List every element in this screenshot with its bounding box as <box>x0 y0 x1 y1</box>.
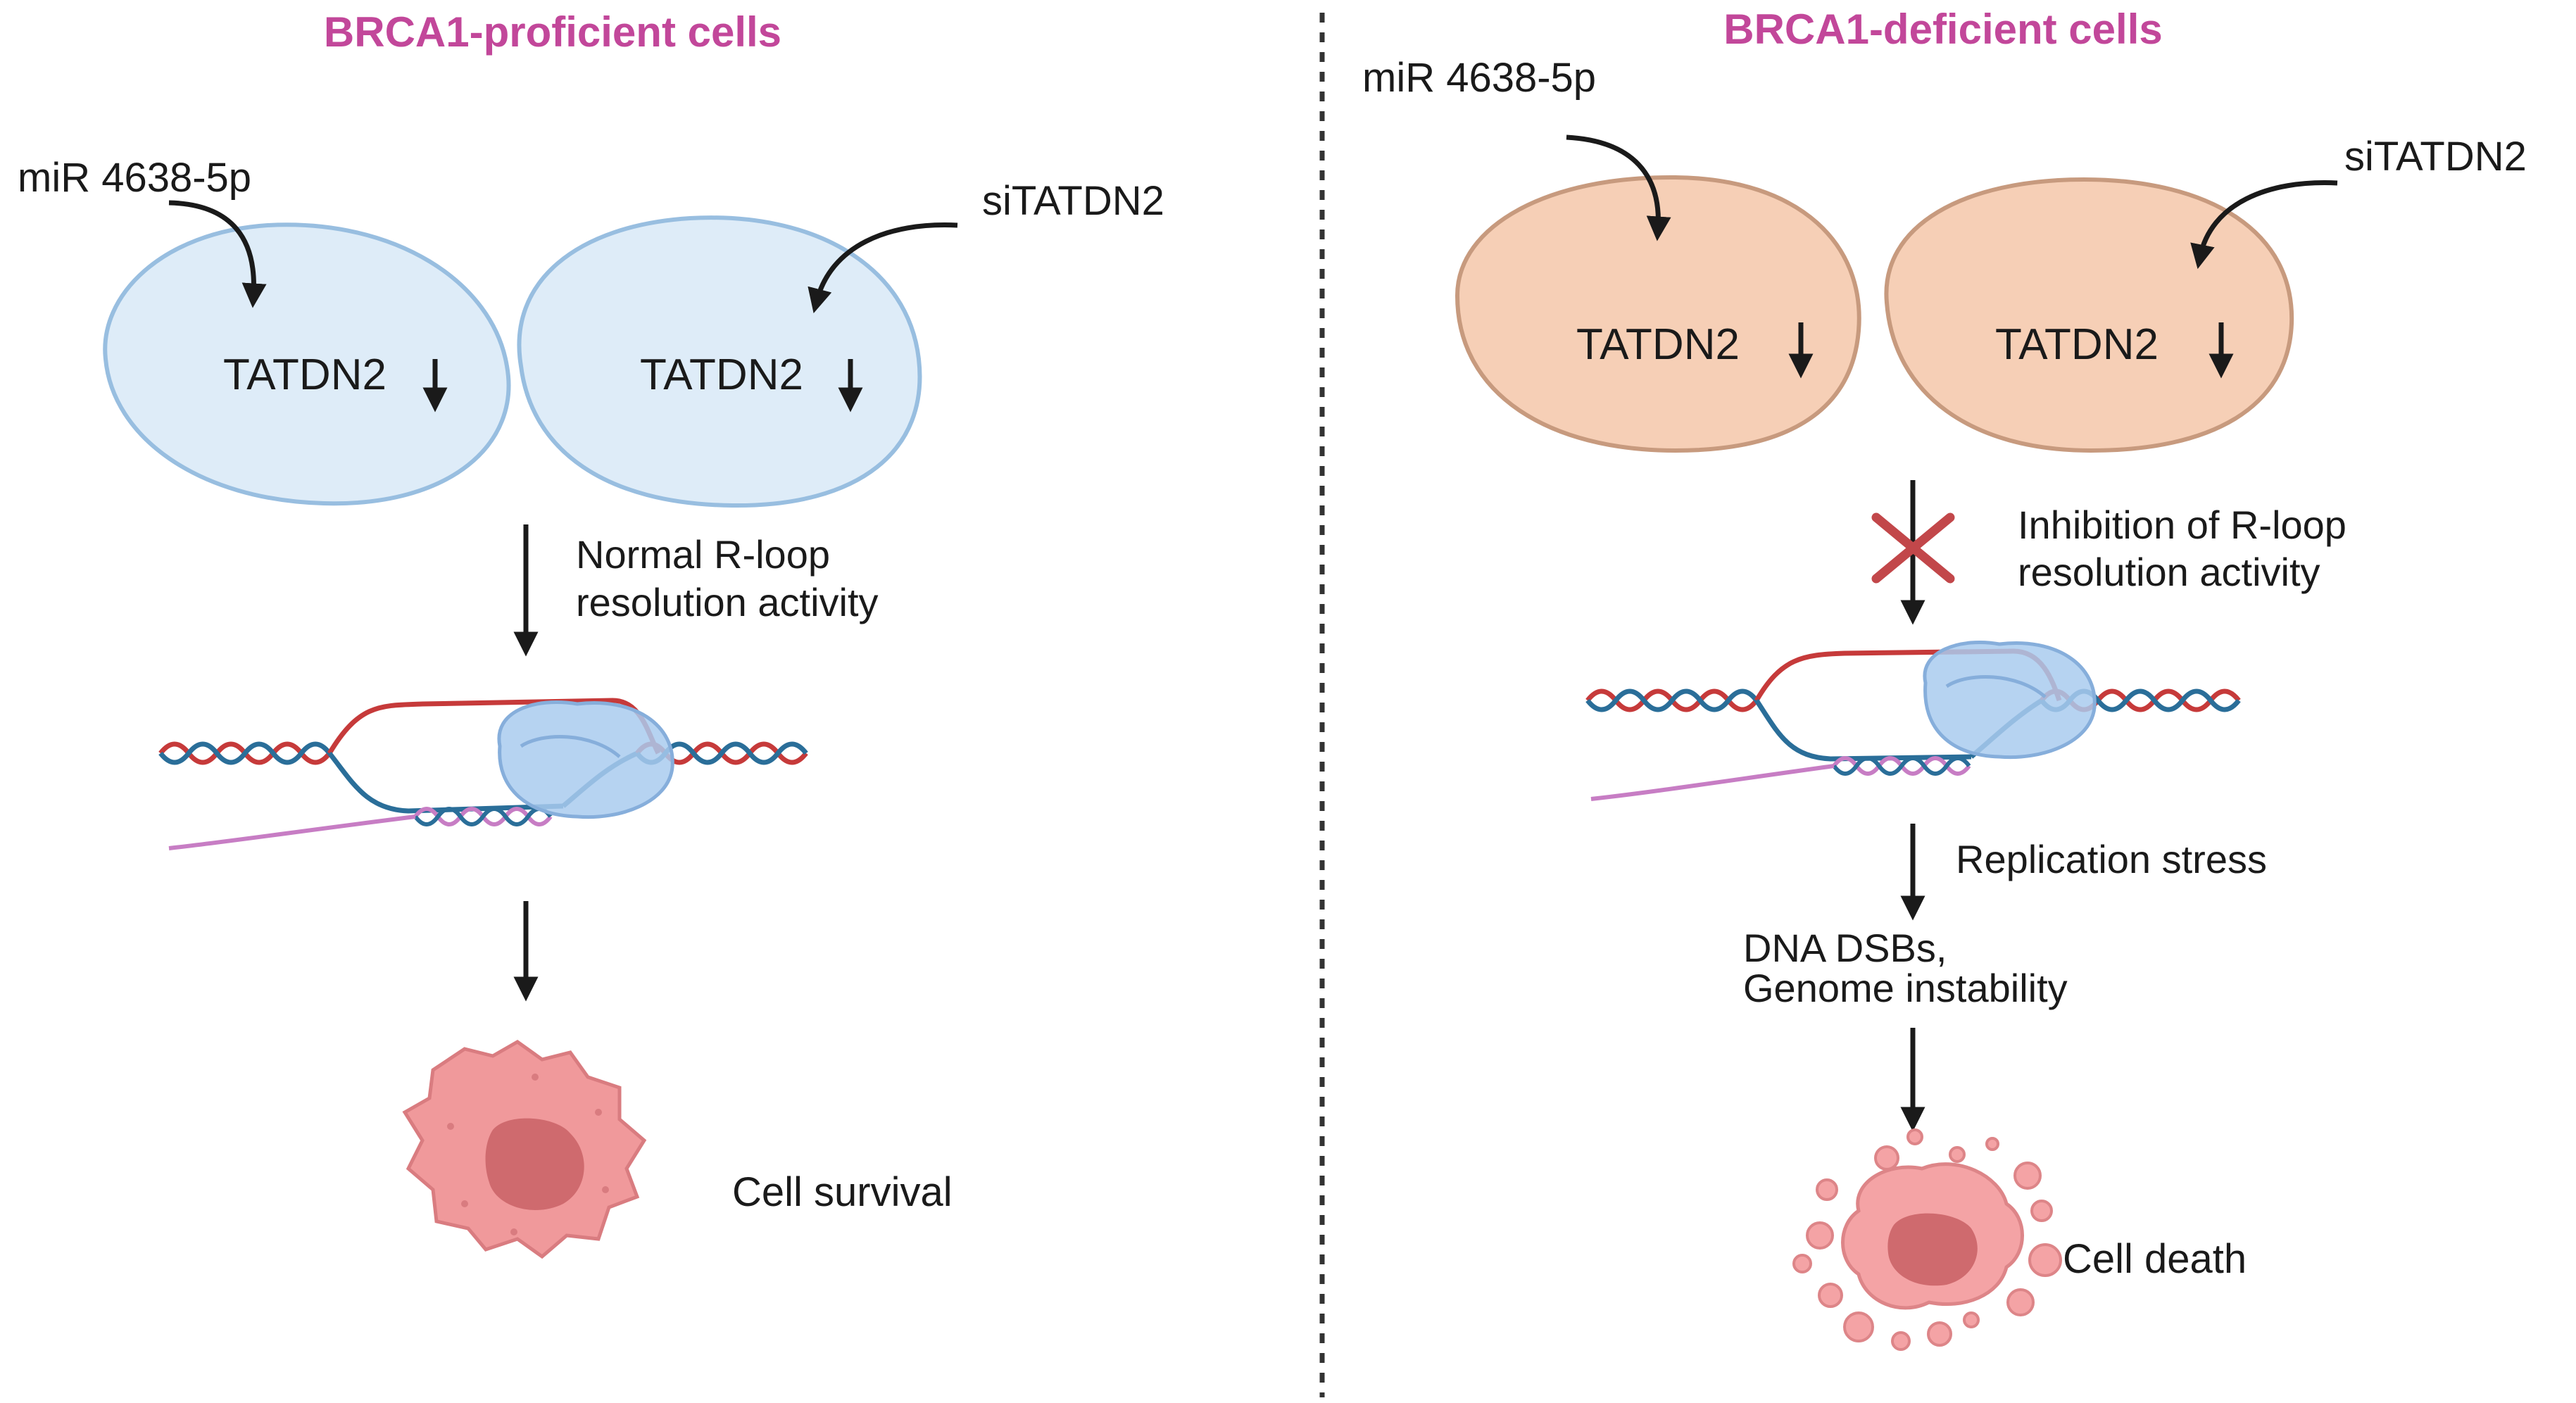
bleb <box>1927 1321 1952 1347</box>
left-cell-2: TATDN2 <box>517 215 922 508</box>
bleb <box>2006 1288 2035 1316</box>
right-step3-line1: DNA DSBs, <box>1743 926 1947 970</box>
right-cell-1: TATDN2 <box>1455 175 1861 453</box>
left-si-arrow <box>808 222 958 313</box>
survival-cell <box>402 1040 647 1259</box>
right-si-arrow <box>2190 180 2338 270</box>
right-step1-line1: Inhibition of R-loop <box>2018 503 2346 547</box>
left-cell-1-label: TATDN2 <box>223 351 387 399</box>
inhibition-cross <box>1871 512 1955 584</box>
left-mir-arrow <box>168 200 267 308</box>
right-step1-line2: resolution activity <box>2018 550 2320 594</box>
bleb <box>2028 1243 2062 1277</box>
left-step1-line1: Normal R-loop <box>576 532 830 577</box>
left-step1-line2: resolution activity <box>576 580 879 624</box>
right-step3-line2: Genome instability <box>1743 966 2068 1010</box>
right-r-loop <box>1585 640 2241 801</box>
left-panel: BRCA1-proficient cells TATDN2 TATDN2 miR… <box>18 8 1164 1259</box>
bleb <box>2013 1162 2042 1190</box>
right-mir-arrow <box>1566 134 1671 241</box>
right-cell-1-label: TATDN2 <box>1576 320 1740 369</box>
right-mir-label: miR 4638-5p <box>1362 55 1596 101</box>
left-enzyme <box>497 700 674 819</box>
right-enzyme <box>1923 640 2097 760</box>
survival-cell-nucleus <box>485 1118 584 1210</box>
bleb <box>1906 1128 1923 1145</box>
death-cell <box>1792 1128 2062 1351</box>
bleb <box>1792 1254 1812 1273</box>
right-step2: Replication stress <box>1956 837 2267 881</box>
left-outcome: Cell survival <box>732 1169 953 1215</box>
bleb <box>1949 1146 1966 1163</box>
bleb <box>2030 1200 2053 1222</box>
bleb <box>1843 1311 1874 1342</box>
right-panel: BRCA1-deficient cells TATDN2 TATDN2 miR … <box>1362 6 2527 1351</box>
left-si-label: siTATDN2 <box>982 178 1164 224</box>
bleb <box>1985 1137 1999 1151</box>
right-si-label: siTATDN2 <box>2344 134 2527 180</box>
left-panel-title: BRCA1-proficient cells <box>324 8 781 56</box>
left-cell-1: TATDN2 <box>103 222 511 506</box>
bleb <box>1874 1145 1899 1171</box>
right-cell-2-label: TATDN2 <box>1995 320 2159 369</box>
bleb <box>1816 1178 1838 1201</box>
death-cell-nucleus <box>1887 1213 1978 1286</box>
bleb <box>1806 1221 1834 1250</box>
bleb <box>1891 1331 1911 1351</box>
left-mir-label: miR 4638-5p <box>18 155 251 201</box>
right-outcome: Cell death <box>2063 1236 2247 1282</box>
bleb <box>1963 1311 1980 1328</box>
right-panel-title: BRCA1-deficient cells <box>1723 6 2163 53</box>
left-r-loop <box>158 698 808 850</box>
right-cell-2: TATDN2 <box>1884 177 2294 453</box>
bleb <box>1818 1283 1843 1308</box>
left-cell-2-label: TATDN2 <box>640 351 803 399</box>
